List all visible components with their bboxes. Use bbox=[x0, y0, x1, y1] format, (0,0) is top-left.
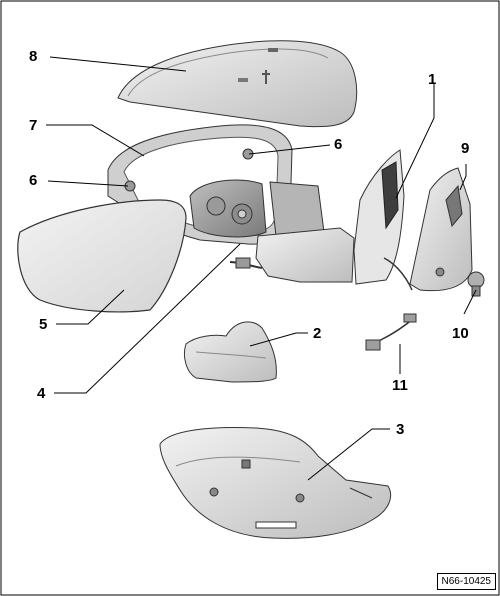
part-8-mirror-cap bbox=[117, 40, 358, 128]
leader-7 bbox=[46, 124, 145, 157]
part-3-lower-housing bbox=[159, 427, 392, 539]
callout-3: 3 bbox=[396, 421, 405, 438]
leader-6-left bbox=[47, 180, 129, 187]
leader-8 bbox=[49, 56, 187, 72]
callout-9: 9 bbox=[461, 140, 470, 157]
part-2-turn-signal bbox=[183, 321, 277, 383]
mirror-base-arm bbox=[229, 227, 355, 283]
callout-8: 8 bbox=[29, 48, 38, 65]
part-10-clip bbox=[467, 271, 485, 297]
leader-1 bbox=[395, 83, 435, 199]
leader-10 bbox=[463, 289, 477, 315]
callout-10: 10 bbox=[452, 325, 469, 342]
callout-7: 7 bbox=[29, 117, 38, 134]
callout-5: 5 bbox=[39, 316, 48, 333]
mirror-motor-mechanism bbox=[189, 179, 325, 238]
leader-3 bbox=[307, 428, 390, 481]
callout-11: 11 bbox=[392, 377, 408, 394]
callout-6-left: 6 bbox=[29, 172, 38, 189]
part-11-wiring-connector bbox=[365, 313, 417, 351]
part-9-mounting-bracket bbox=[409, 167, 473, 292]
reference-code: N66-10425 bbox=[436, 573, 496, 590]
leader-6-right bbox=[248, 144, 331, 155]
leader-9 bbox=[459, 164, 467, 191]
callout-1: 1 bbox=[428, 71, 437, 88]
leader-2 bbox=[249, 332, 308, 347]
callout-4: 4 bbox=[37, 385, 46, 402]
part-5-mirror-glass bbox=[17, 199, 187, 313]
leader-4 bbox=[54, 243, 241, 394]
part-1-seal-plate bbox=[353, 149, 413, 291]
callout-2: 2 bbox=[313, 325, 322, 342]
part-6-screws bbox=[124, 148, 254, 192]
callout-6-right: 6 bbox=[334, 136, 343, 153]
leader-5 bbox=[56, 289, 125, 325]
leader-lines bbox=[46, 56, 477, 481]
